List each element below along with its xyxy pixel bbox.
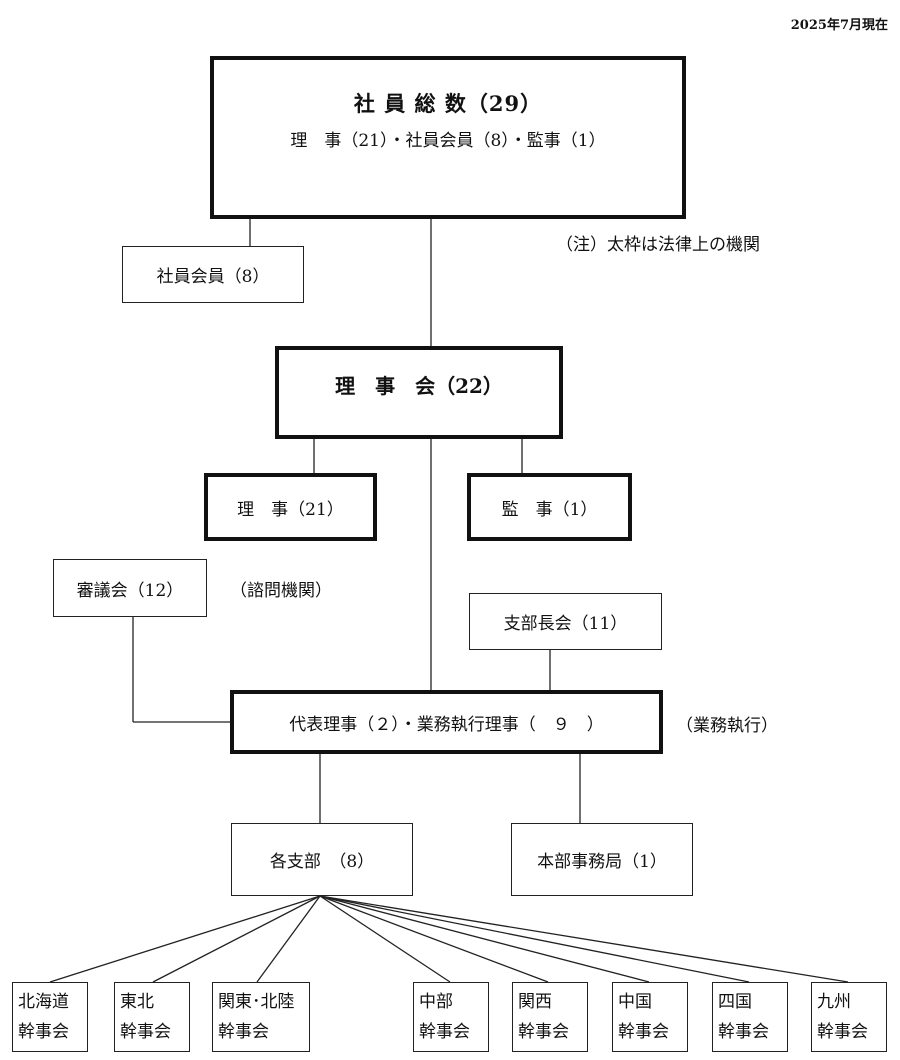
regional-hokkaido: 北海道 幹事会 — [12, 982, 88, 1052]
regional-shikoku-line2: 幹事会 — [718, 1022, 769, 1042]
branch-heads-label: 支部長会（11） — [503, 614, 628, 634]
connector-branches-to-chubu — [319, 895, 451, 983]
directors-box: 理 事（21） — [204, 473, 377, 541]
council-label: 審議会（12） — [76, 580, 184, 601]
regional-kansai-line1: 関西 — [518, 992, 552, 1012]
connector-branches-to-kansai — [319, 895, 549, 983]
hq-box: 本部事務局（1） — [511, 823, 693, 896]
branches-label: 各支部 （8） — [269, 852, 375, 872]
regional-shikoku-line1: 四国 — [718, 992, 752, 1012]
regional-tohoku-line1: 東北 — [120, 992, 154, 1012]
regional-chugoku-line2: 幹事会 — [618, 1022, 669, 1042]
executives-box: 代表理事（２）・業務執行理事（ ９ ） — [230, 690, 663, 754]
note-thick-frame: （注）太枠は法律上の機関 — [556, 235, 760, 255]
regional-chubu-line1: 中部 — [419, 992, 453, 1012]
executives-label: 代表理事（２）・業務執行理事（ ９ ） — [289, 714, 604, 735]
members-total-box: 社 員 総 数（29） 理 事（21）・社員会員（8）・監事（1） — [210, 56, 686, 219]
regional-tohoku: 東北 幹事会 — [114, 982, 190, 1052]
directors-label: 理 事（21） — [237, 499, 344, 520]
regional-chubu-line2: 幹事会 — [419, 1022, 470, 1042]
connector-branches-to-chugoku — [319, 895, 650, 983]
regional-kanto-hokuriku-line1: 関東･北陸 — [218, 992, 295, 1012]
regional-shikoku: 四国 幹事会 — [712, 982, 788, 1052]
regional-kyushu-line1: 九州 — [817, 992, 851, 1012]
regional-hokkaido-line1: 北海道 — [18, 992, 69, 1012]
board-label: 理 事 会（22） — [335, 374, 503, 398]
regional-kyushu-line2: 幹事会 — [817, 1022, 868, 1042]
members-total-title: 社 員 総 数（29） — [353, 91, 543, 116]
connector-branches-to-shikoku — [319, 895, 750, 983]
regional-tohoku-line2: 幹事会 — [120, 1022, 171, 1042]
member-members-box: 社員会員（8） — [122, 246, 304, 303]
regional-chugoku-line1: 中国 — [618, 992, 652, 1012]
member-members-label: 社員会員（8） — [156, 267, 270, 287]
regional-kanto-hokuriku: 関東･北陸 幹事会 — [212, 982, 310, 1052]
regional-kanto-hokuriku-line2: 幹事会 — [218, 1022, 269, 1042]
regional-hokkaido-line2: 幹事会 — [18, 1022, 69, 1042]
auditor-label: 監 事（1） — [501, 499, 598, 520]
regional-kyushu: 九州 幹事会 — [811, 982, 887, 1052]
council-note: （諮問機関） — [230, 581, 332, 601]
board-box: 理 事 会（22） — [275, 346, 563, 439]
auditor-box: 監 事（1） — [467, 473, 632, 541]
hq-label: 本部事務局（1） — [537, 852, 667, 872]
branches-box: 各支部 （8） — [231, 823, 413, 896]
regional-kansai: 関西 幹事会 — [512, 982, 588, 1052]
branch-heads-box: 支部長会（11） — [469, 593, 662, 650]
connector-branches-to-tohoku — [152, 895, 321, 983]
regional-chugoku: 中国 幹事会 — [612, 982, 688, 1052]
regional-chubu: 中部 幹事会 — [413, 982, 489, 1052]
members-total-detail: 理 事（21）・社員会員（8）・監事（1） — [290, 131, 606, 151]
connector-branches-to-kanto — [256, 895, 321, 983]
council-box: 審議会（12） — [53, 559, 207, 617]
as-of-date: 2025年7月現在 — [790, 18, 888, 33]
connector-branches-to-hokkaido — [49, 895, 321, 983]
regional-kansai-line2: 幹事会 — [518, 1022, 569, 1042]
connector-branches-to-kyushu — [319, 895, 849, 983]
executives-note: （業務執行） — [676, 716, 778, 736]
